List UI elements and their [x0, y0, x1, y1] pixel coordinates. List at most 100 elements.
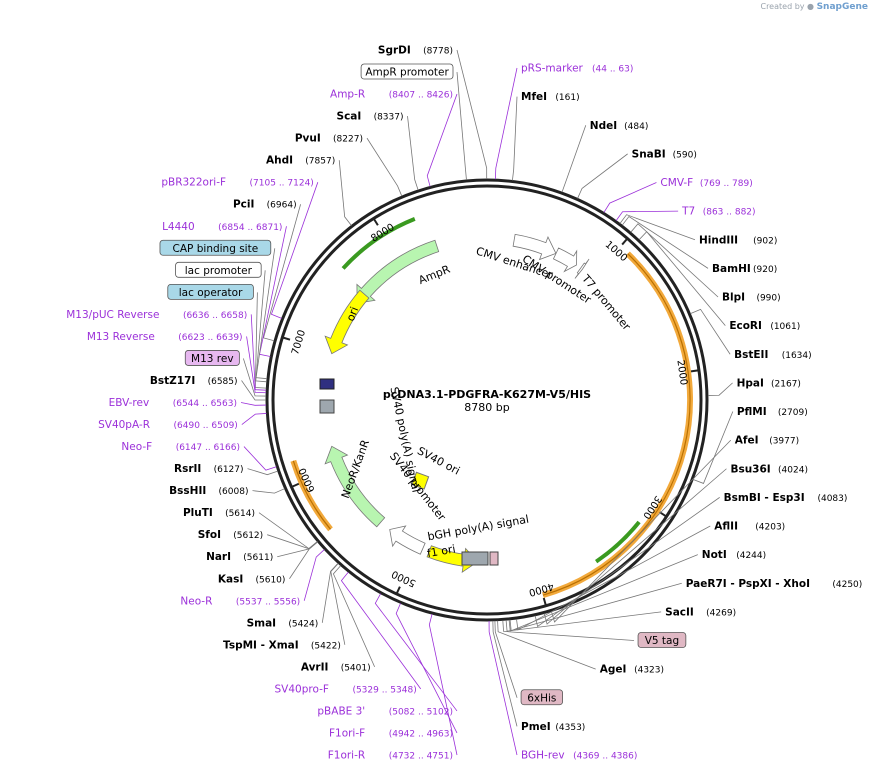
leader-line	[242, 358, 267, 397]
site-label: SV40pA-R(6490 .. 6509)	[98, 419, 238, 431]
label-name: PluTI	[183, 507, 213, 519]
site-label: AgeI(4323)	[600, 664, 664, 676]
label-name: Neo-R	[180, 595, 212, 607]
backbone-outer-ring	[265, 178, 709, 622]
site-label: AfeI(3977)	[735, 435, 799, 447]
label-position: (4323)	[634, 666, 664, 676]
label-position: (4732 .. 4751)	[389, 752, 453, 762]
label-name: BlpI	[722, 292, 745, 304]
site-label: EBV-rev(6544 .. 6563)	[109, 397, 237, 409]
site-label: SnaBI(590)	[632, 148, 697, 160]
label-name: SV40pA-R	[98, 419, 150, 431]
label-position: (8227)	[333, 135, 363, 145]
leader-line	[321, 562, 339, 623]
leader-line	[277, 541, 318, 558]
label-name: NotI	[702, 549, 727, 561]
label-position: (5424)	[288, 619, 318, 629]
label-name: pBABE 3'	[317, 705, 365, 717]
feature-arrows	[324, 233, 590, 574]
label-name: CMV-F	[660, 177, 693, 189]
label-position: (4269)	[706, 608, 736, 618]
leader-line	[693, 411, 734, 484]
site-label: pBABE 3'(5082 .. 5102)	[317, 705, 453, 717]
site-label: L4440(6854 .. 6871)	[162, 221, 282, 233]
site-label: SfoI(5612)	[198, 529, 263, 541]
label-name: AvrII	[301, 661, 329, 673]
site-label: F1ori-R (4732 .. 4751)	[328, 750, 453, 762]
label-name: Amp-R	[330, 89, 365, 101]
tick-mark	[282, 336, 291, 341]
tick-mark	[621, 237, 629, 246]
label-name: M13 rev	[191, 353, 234, 365]
label-name: PflMI	[737, 406, 767, 418]
snapgene-credit: Created by ● SnapGene	[760, 2, 868, 12]
label-position: (7857)	[305, 157, 335, 167]
feature-arrow	[389, 525, 426, 555]
label-name: MfeI	[521, 91, 547, 103]
label-position: (6585)	[208, 377, 238, 387]
label-name: KasI	[218, 573, 243, 585]
leader-line	[243, 446, 277, 471]
backbone-inner-ring	[271, 184, 703, 616]
site-label: AflII(4203)	[714, 521, 785, 533]
site-label: SgrDI(8778)	[378, 45, 453, 57]
label-position: (4024)	[778, 465, 808, 475]
feature-label-ampr: AmpR	[417, 262, 453, 286]
site-label: BlpI(990)	[722, 292, 781, 304]
sv40-polya-box-1	[319, 378, 335, 390]
site-label: BGH-rev (4369 .. 4386)	[521, 750, 637, 762]
feature-arrow	[324, 445, 386, 528]
label-name: F1ori-R	[328, 750, 365, 762]
bgh-polya-box	[461, 551, 489, 566]
label-position: (5611)	[243, 553, 273, 563]
label-name: PciI	[233, 199, 254, 211]
label-name: lac promoter	[185, 265, 253, 277]
label-position: (5537 .. 5556)	[236, 597, 300, 607]
label-name: BamHI	[712, 263, 751, 275]
credit-prefix: Created by	[760, 2, 805, 11]
site-label: Bsu36I(4024)	[730, 463, 808, 475]
label-position: (6127)	[214, 465, 244, 475]
insert-arc-inner	[542, 253, 691, 596]
label-position: (4250)	[832, 580, 862, 590]
label-position: (5612)	[233, 531, 263, 541]
leader-line	[707, 382, 733, 396]
feature-label-ori: ori	[344, 305, 361, 323]
site-label: BstZ17I(6585)	[150, 375, 238, 387]
label-name: BsmBI - Esp3I	[724, 492, 805, 504]
site-label: M13 rev	[184, 350, 240, 366]
sv40-ori-box	[411, 471, 430, 490]
site-label: PciI(6964)	[233, 199, 297, 211]
tick-mark	[542, 597, 547, 606]
label-position: (4369 .. 4386)	[573, 752, 637, 762]
neo-arc-inner	[292, 460, 331, 530]
label-position: (4353)	[555, 723, 585, 733]
site-label: AhdI(7857)	[266, 155, 335, 167]
leader-line	[366, 137, 403, 197]
label-position: (5610)	[255, 575, 285, 585]
label-name: BGH-rev	[521, 750, 565, 762]
label-position: (7105 .. 7124)	[250, 179, 314, 189]
leader-line	[534, 497, 720, 628]
label-name: NarI	[206, 551, 231, 563]
leader-line	[603, 182, 657, 213]
site-label: CAP binding site	[159, 239, 272, 256]
leader-line	[407, 116, 419, 191]
site-label: F1ori-F(4942 .. 4963)	[329, 727, 453, 739]
leader-line	[246, 336, 267, 394]
label-position: (4942 .. 4963)	[389, 729, 453, 739]
site-label: BstEII(1634)	[734, 349, 812, 361]
leader-line	[289, 541, 318, 579]
label-box	[159, 239, 272, 256]
tick-mark	[291, 482, 300, 488]
ampr-green-arrow	[341, 217, 416, 270]
leader-line	[494, 620, 518, 698]
label-position: (4083)	[817, 494, 847, 504]
site-label: AvrII(5401)	[301, 661, 371, 673]
leader-line	[492, 620, 518, 727]
label-position: (6544 .. 6563)	[173, 399, 237, 409]
label-position: (920)	[753, 265, 777, 275]
site-label: Neo-R (5537 .. 5556)	[180, 595, 300, 607]
site-label: KasI (5610)	[218, 573, 286, 585]
